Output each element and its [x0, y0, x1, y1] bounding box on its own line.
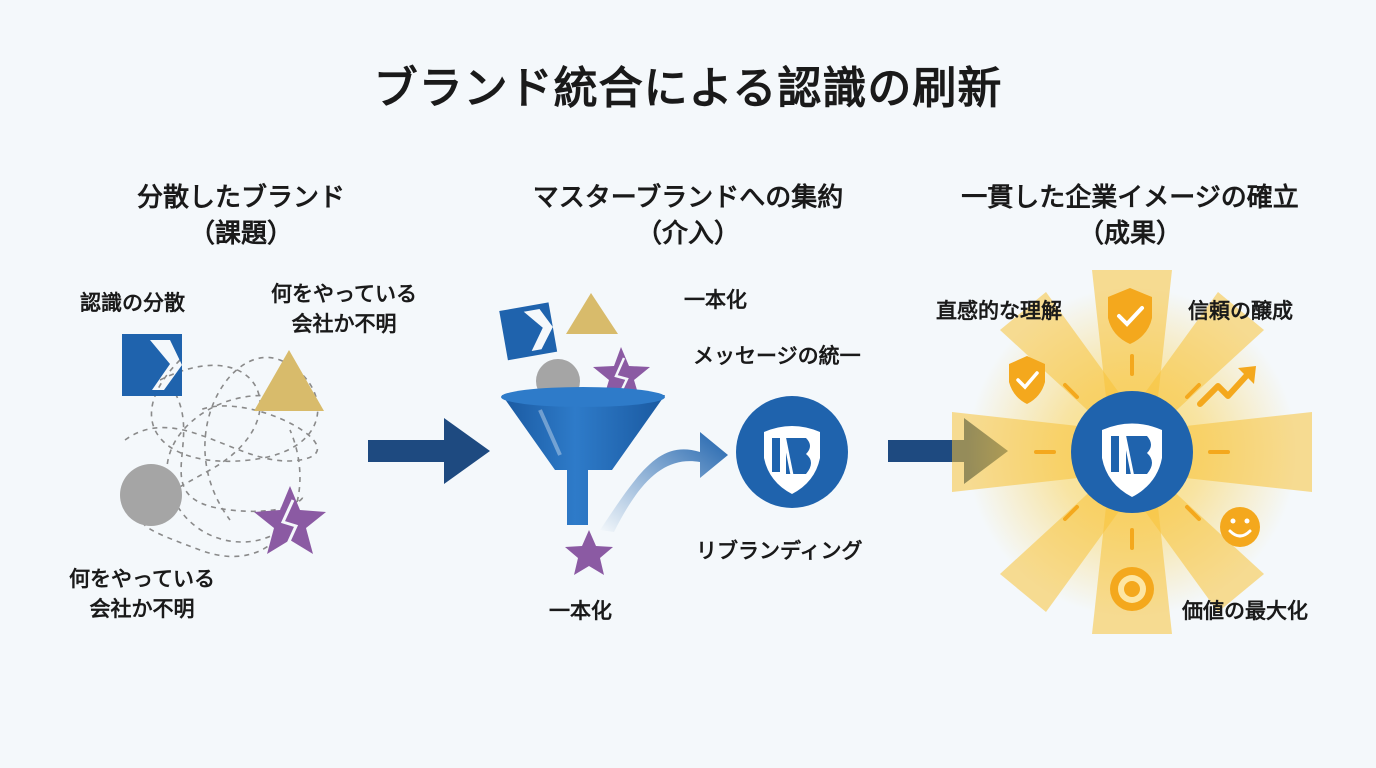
smile-icon: [1220, 507, 1260, 547]
triangle-icon: [254, 350, 324, 411]
stage-3-heading: 一貫した企業イメージの確立 （成果）: [920, 180, 1340, 252]
stage-2-subtitle: （介入）: [635, 219, 740, 249]
target-icon: [1110, 567, 1154, 611]
label-unclear-company-top: 何をやっている 会社か不明: [258, 279, 430, 339]
check-shield-small-icon: [1009, 356, 1045, 404]
shield-logo-center-icon: [1071, 391, 1193, 513]
label-trust-building: 信頼の醸成: [1188, 299, 1293, 323]
stage-1-subtitle: （課題）: [188, 219, 293, 249]
stage-2-title: マスターブランドへの集約: [532, 183, 844, 213]
label-message-unification: メッセージの統一: [693, 344, 861, 368]
label-unify-bottom: 一本化: [549, 599, 612, 623]
label-unclear-company-top-line2: 会社か不明: [291, 312, 397, 336]
broken-star-small-icon: [593, 347, 650, 400]
stage-1-heading: 分散したブランド （課題）: [31, 180, 451, 252]
label-unclear-company-bottom: 何をやっている 会社か不明: [56, 564, 228, 624]
trend-up-icon: [1197, 366, 1256, 407]
stage-1-title: 分散したブランド: [136, 183, 345, 213]
label-unclear-company-bottom-line2: 会社か不明: [89, 597, 195, 621]
process-arrow-1: [368, 418, 490, 484]
triangle-small-icon: [566, 293, 618, 334]
flow-arrow-icon: [600, 432, 728, 532]
check-shield-icon: [1108, 288, 1152, 344]
label-unclear-company-bottom-line1: 何をやっている: [69, 567, 215, 591]
stage-3-subtitle: （成果）: [1077, 219, 1182, 249]
star-small-icon: [565, 530, 613, 575]
label-unclear-company-top-line1: 何をやっている: [271, 282, 417, 306]
shield-logo-icon: [736, 396, 848, 508]
label-rebranding: リブランディング: [696, 539, 863, 563]
label-value-maximization: 価値の最大化: [1182, 599, 1308, 623]
funnel-icon: [501, 387, 665, 525]
k-logo-icon: [122, 334, 182, 396]
label-intuitive-understanding: 直感的な理解: [936, 299, 1062, 323]
k-logo-small-icon: [499, 302, 558, 361]
label-perception-scattered: 認識の分散: [80, 291, 185, 315]
broken-star-icon: [254, 486, 326, 554]
circle-icon: [120, 464, 182, 526]
label-unify-top: 一本化: [684, 288, 747, 312]
stage-3-title: 一貫した企業イメージの確立: [961, 183, 1299, 213]
page-title: ブランド統合による認識の刷新: [373, 63, 1003, 114]
stage-2-heading: マスターブランドへの集約 （介入）: [478, 180, 898, 252]
